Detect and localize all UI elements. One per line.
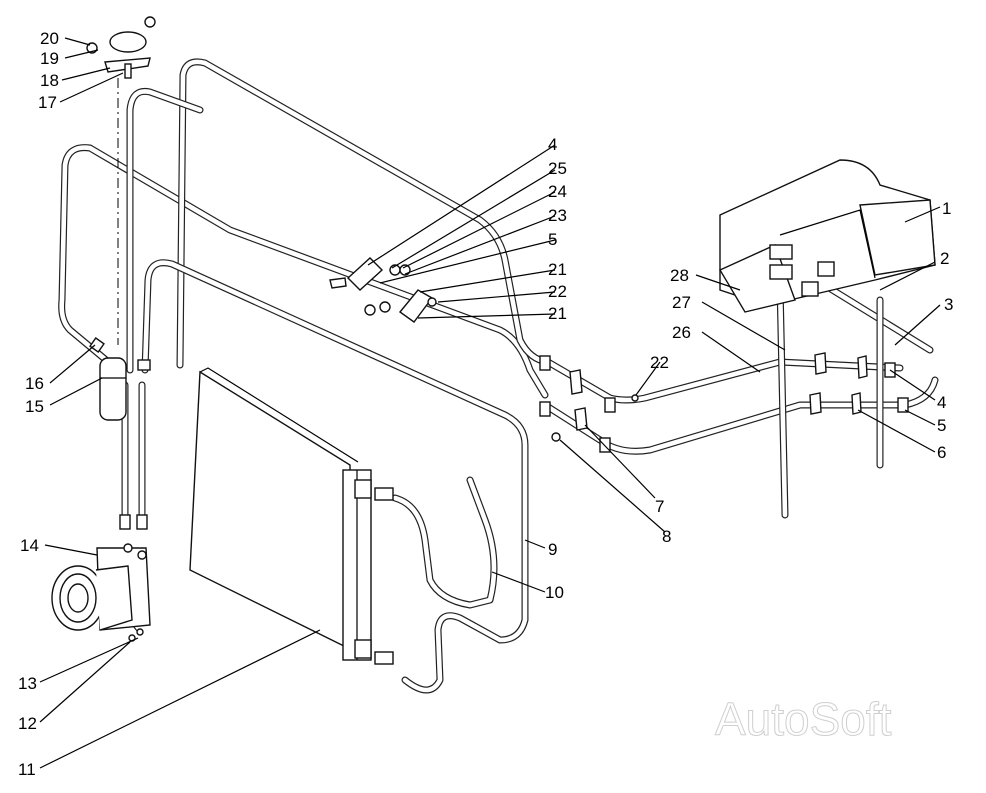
clamp-assembly	[329, 257, 437, 323]
mount-bracket	[86, 16, 156, 79]
callout-21-bottom: 21	[548, 304, 567, 323]
callout-1: 1	[942, 199, 951, 218]
callout-22-right: 22	[650, 353, 669, 372]
callout-2: 2	[940, 249, 949, 268]
callout-15: 15	[25, 397, 44, 416]
callout-labels: 1 2 3 4 5 6 7 8 9 10 11 12 13 14 15 16 1…	[18, 29, 953, 779]
evaporator-unit	[718, 159, 936, 313]
callout-4-top: 4	[548, 135, 557, 154]
callout-11: 11	[18, 760, 36, 779]
callout-7: 7	[655, 497, 664, 516]
callout-13: 13	[18, 674, 37, 693]
callout-22-top: 22	[548, 282, 567, 301]
callout-9: 9	[548, 540, 557, 559]
callout-27: 27	[672, 293, 691, 312]
callout-19: 19	[40, 49, 59, 68]
callout-12: 12	[18, 714, 37, 733]
pipe-system	[58, 58, 939, 694]
callout-25: 25	[548, 159, 567, 178]
callout-24: 24	[548, 182, 567, 201]
callout-26: 26	[672, 323, 691, 342]
callout-3: 3	[944, 295, 953, 314]
callout-18: 18	[40, 71, 59, 90]
callout-21-top: 21	[548, 260, 567, 279]
callout-5-right: 5	[937, 416, 946, 435]
callout-5-top: 5	[548, 230, 557, 249]
callout-17: 17	[38, 93, 57, 112]
receiver-drier	[89, 337, 151, 421]
callout-20: 20	[40, 29, 59, 48]
callout-23: 23	[548, 206, 567, 225]
callout-14: 14	[20, 536, 39, 555]
callout-6: 6	[937, 443, 946, 462]
leader-lines	[39, 37, 941, 769]
compressor	[51, 514, 151, 642]
callout-16: 16	[25, 374, 44, 393]
callout-4-right: 4	[937, 393, 946, 412]
callout-8: 8	[662, 527, 671, 546]
callout-10: 10	[545, 583, 564, 602]
watermark-logo: AutoSoft	[715, 693, 892, 745]
condenser	[189, 367, 394, 665]
callout-28: 28	[670, 266, 689, 285]
